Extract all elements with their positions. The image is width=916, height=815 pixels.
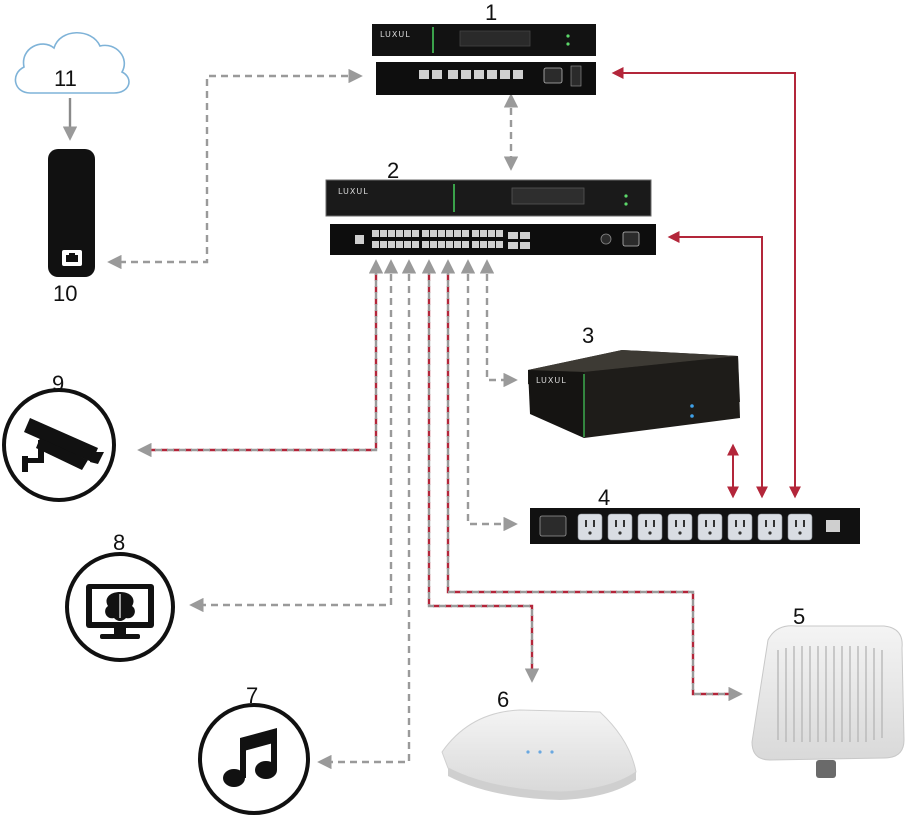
switch-label: 2 bbox=[387, 158, 399, 183]
link-switch-controller bbox=[479, 259, 518, 388]
indoor-ap-label: 6 bbox=[497, 687, 509, 712]
ethernet-port-icon bbox=[62, 250, 82, 266]
modem-label: 10 bbox=[53, 281, 77, 306]
poe-link-indoor-ap bbox=[421, 259, 540, 683]
router-label: 1 bbox=[485, 0, 497, 25]
cloud-icon bbox=[14, 32, 130, 94]
display-endpoint: 8 bbox=[65, 530, 175, 662]
internet-label: 11 bbox=[54, 66, 77, 91]
link-router-modem bbox=[107, 68, 363, 270]
connections bbox=[107, 67, 801, 770]
security-camera-icon bbox=[22, 418, 104, 472]
display-label: 8 bbox=[113, 530, 125, 555]
audio-endpoint: 7 bbox=[198, 683, 310, 815]
pdu-outlets bbox=[577, 513, 813, 541]
link-switch-display bbox=[189, 259, 399, 613]
power-distribution-unit: 4 bbox=[530, 485, 860, 544]
outdoor-access-point: 5 bbox=[751, 604, 905, 778]
controller: 3 LUXUL bbox=[528, 323, 740, 438]
internet-cloud: 11 bbox=[14, 32, 130, 94]
link-switch-pdu bbox=[460, 259, 518, 532]
link-switch-audio bbox=[317, 259, 417, 770]
camera-endpoint: 9 bbox=[2, 371, 116, 502]
poe-link-camera bbox=[137, 259, 384, 458]
controller-brand-logo: LUXUL bbox=[536, 376, 567, 385]
switch: 2 LUXUL bbox=[325, 158, 656, 255]
indoor-access-point: 6 bbox=[441, 687, 637, 800]
modem: 10 bbox=[48, 149, 95, 306]
controller-label: 3 bbox=[582, 323, 594, 348]
router-brand-logo: LUXUL bbox=[380, 30, 411, 39]
pdu-label: 4 bbox=[598, 485, 610, 510]
router: 1 LUXUL bbox=[372, 0, 596, 95]
power-switch bbox=[667, 231, 768, 499]
music-note-icon bbox=[223, 728, 277, 787]
audio-label: 7 bbox=[246, 683, 258, 708]
outdoor-ap-label: 5 bbox=[793, 604, 805, 629]
outdoor-ap-vents bbox=[777, 646, 883, 742]
poe-link-outdoor-ap bbox=[440, 259, 743, 702]
power-router bbox=[611, 67, 801, 499]
monitor-brain-icon bbox=[86, 584, 154, 639]
switch-brand-logo: LUXUL bbox=[338, 187, 369, 196]
